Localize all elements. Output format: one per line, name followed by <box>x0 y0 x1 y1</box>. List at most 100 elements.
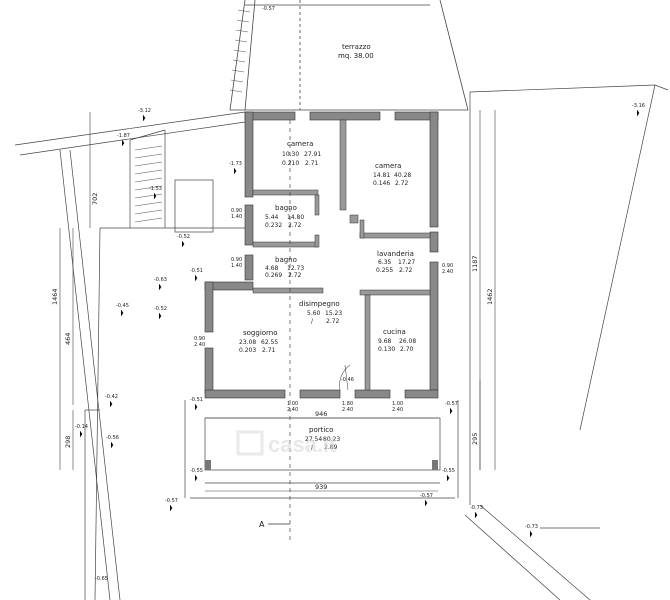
room-name: portico <box>309 426 333 434</box>
room-ratio: / <box>311 444 314 451</box>
room-area: 23.08 <box>239 339 256 346</box>
level-mark: -0.57 <box>165 498 178 504</box>
room-height: 2.72 <box>395 180 409 187</box>
window-mark: 1.80 <box>342 401 353 407</box>
dimension-label: 702 <box>91 193 99 205</box>
level-mark: -0.63 <box>154 277 167 283</box>
level-mark: -1.87 <box>117 133 130 139</box>
room-volume: 17.27 <box>398 259 415 266</box>
room-disimpegno: disimpegno 5.60 15.23 / 2.72 <box>299 300 342 325</box>
room-ratio: 0.232 <box>265 222 282 229</box>
watermark-text: casa.it <box>268 432 337 457</box>
room-area: 10.30 <box>282 151 299 158</box>
watermark: casa.it <box>236 430 337 457</box>
room-name: bagno <box>275 204 297 212</box>
room-bagno-1: bagno 5.44 14.80 0.232 2.72 <box>265 204 304 229</box>
window-mark: 0.90 <box>231 257 242 263</box>
window-mark: 1.40 <box>231 263 242 269</box>
room-portico: portico 27.54 80.23 / 2.89 <box>305 426 340 451</box>
room-volume: 12.73 <box>287 265 304 272</box>
room-height: 2.72 <box>288 222 302 229</box>
window-mark: 1.40 <box>231 214 242 220</box>
room-volume: 62.55 <box>261 339 278 346</box>
room-height: 2.72 <box>326 318 340 325</box>
window-mark: 0.90 <box>231 208 242 214</box>
room-ratio: / <box>311 318 314 325</box>
room-volume: 15.23 <box>325 310 342 317</box>
room-area: 14.81 <box>373 172 390 179</box>
room-volume: 80.23 <box>323 436 340 443</box>
level-marks: -3.12 -1.87 -1.73 -1.53 -0.52 -0.51 -0.6… <box>75 103 645 582</box>
right-site-lines <box>464 84 669 600</box>
window-mark: 0.90 <box>442 263 453 269</box>
dimension-label: 939 <box>315 483 327 491</box>
level-mark: -0.57 <box>420 493 433 499</box>
room-ratio: 0.255 <box>376 267 393 274</box>
level-mark: -0.52 <box>177 234 190 240</box>
level-mark: -0.55 <box>190 468 203 474</box>
room-name: soggiorno <box>243 329 278 337</box>
room-volume: 40.28 <box>394 172 411 179</box>
room-ratio: 0.210 <box>282 160 299 167</box>
room-name: lavanderia <box>377 250 414 258</box>
house-inner-walls <box>252 119 431 391</box>
room-area: 4.68 <box>265 265 279 272</box>
room-area: 5.60 <box>307 310 321 317</box>
window-mark: 0.90 <box>194 336 205 342</box>
room-height: 2.71 <box>262 347 276 354</box>
window-mark: 2.40 <box>287 407 298 413</box>
room-lavanderia: lavanderia 6.35 17.27 0.255 2.72 <box>376 250 415 274</box>
window-mark: 2.40 <box>442 269 453 275</box>
room-camera-1: camera 10.30 27.91 0.210 2.71 <box>282 140 321 167</box>
window-mark: 2.40 <box>194 342 205 348</box>
window-mark: 1.00 <box>392 401 403 407</box>
portico-pillars <box>205 460 438 470</box>
dimension-label: 1462 <box>486 288 494 305</box>
level-mark: -3.16 <box>632 103 645 109</box>
stairs-top <box>229 9 251 93</box>
dimension-label: 1464 <box>51 288 59 305</box>
level-mark: -0.14 <box>75 424 88 430</box>
dimension-label: 295 <box>471 433 479 445</box>
room-height: 2.72 <box>399 267 413 274</box>
room-volume: 14.80 <box>287 214 304 221</box>
room-area: 9.68 <box>378 338 392 345</box>
room-volume: 26.08 <box>399 338 416 345</box>
dimension-label: 946 <box>315 410 327 418</box>
room-area: 5.44 <box>265 214 279 221</box>
window-mark: 1.00 <box>287 401 298 407</box>
terrace-area-value: mq. 38.00 <box>338 52 374 60</box>
dimension-label: 298 <box>64 436 72 448</box>
window-marks: 0.90 1.40 0.90 1.40 0.90 2.40 0.90 2.40 … <box>194 208 453 413</box>
room-area: 6.35 <box>378 259 392 266</box>
dimension-label: 464 <box>64 333 72 345</box>
level-mark: -0.51 <box>190 397 203 403</box>
dimension-lines <box>59 110 496 492</box>
window-mark: 2.40 <box>342 407 353 413</box>
level-terrace: -0.57 <box>262 6 275 12</box>
door-swing <box>339 364 351 391</box>
level-ticks <box>79 109 640 538</box>
room-name: camera <box>375 162 401 170</box>
room-ratio: 0.130 <box>378 346 395 353</box>
room-name: disimpegno <box>299 300 340 308</box>
level-mark: -0.42 <box>105 394 118 400</box>
level-mark: -0.73 <box>525 524 538 530</box>
room-name: camera <box>287 140 313 148</box>
window-mark: 2.40 <box>392 407 403 413</box>
dimension-labels: 702 1464 464 298 946 939 1187 1462 295 <box>51 193 494 491</box>
level-mark: -1.53 <box>149 186 162 192</box>
room-height: 2.70 <box>400 346 414 353</box>
dimension-label: 1187 <box>471 255 479 272</box>
room-cucina: cucina 9.68 26.08 0.130 2.70 <box>378 328 416 353</box>
level-mark: -0.45 <box>116 303 129 309</box>
room-height: 2.89 <box>324 444 338 451</box>
room-ratio: 0.146 <box>373 180 390 187</box>
terrace-area <box>229 0 469 111</box>
room-camera-2: camera 14.81 40.28 0.146 2.72 <box>373 162 411 187</box>
level-mark: -0.57 <box>445 401 458 407</box>
room-height: 2.72 <box>288 272 302 279</box>
left-site-lines <box>14 111 246 600</box>
room-name: cucina <box>383 328 406 336</box>
room-soggiorno: soggiorno 23.08 62.55 0.203 2.71 <box>239 329 278 354</box>
